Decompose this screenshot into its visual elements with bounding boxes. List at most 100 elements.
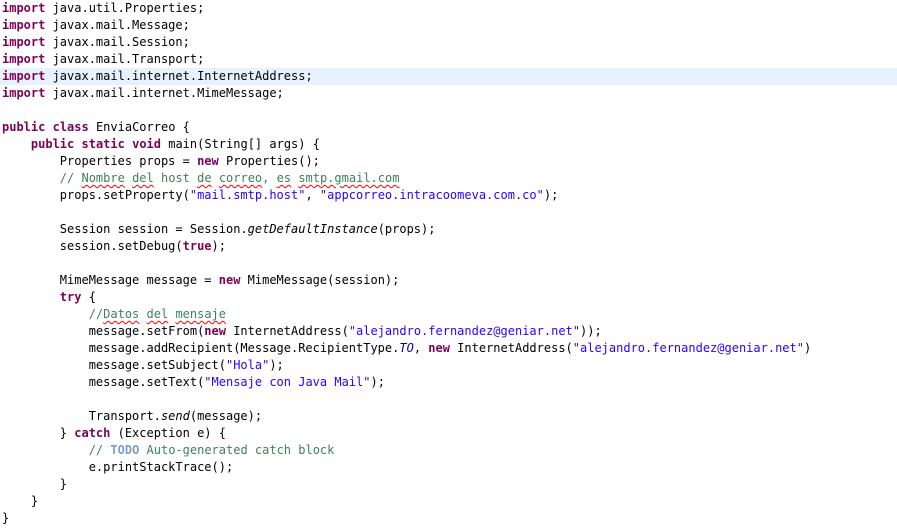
keyword: catch: [74, 426, 111, 440]
code-text: message.setSubject(: [2, 358, 226, 372]
comment: [212, 171, 219, 185]
code-text: );: [543, 188, 559, 202]
keyword: true: [182, 239, 212, 253]
code-line[interactable]: try {: [2, 289, 96, 306]
code-text: ,: [305, 188, 320, 202]
comment-misspelled-word: Datos: [103, 307, 140, 321]
code-text: InternetAddress(: [225, 324, 349, 338]
code-line[interactable]: public static void main(String[] args) {: [2, 136, 320, 153]
code-line[interactable]: message.setText("Mensaje con Java Mail")…: [2, 374, 385, 391]
code-text: {: [81, 290, 96, 304]
keyword: class: [52, 120, 89, 134]
string-literal: "alejandro.fernandez@geniar.net": [572, 341, 804, 355]
code-text: );: [211, 239, 226, 253]
code-text: [125, 137, 132, 151]
code-line[interactable]: }: [2, 476, 67, 493]
code-line[interactable]: public class EnviaCorreo {: [2, 119, 190, 136]
static-field: TO: [399, 341, 414, 355]
keyword: import: [2, 52, 46, 66]
comment: //: [59, 171, 82, 185]
code-line[interactable]: }: [2, 510, 9, 527]
code-line[interactable]: message.setSubject("Hola");: [2, 357, 284, 374]
code-line[interactable]: message.setFrom(new InternetAddress("ale…: [2, 323, 602, 340]
code-text: props.setProperty(: [2, 188, 190, 202]
code-text: ,: [413, 341, 429, 355]
keyword: new: [197, 154, 219, 168]
keyword: static: [81, 137, 125, 151]
code-line[interactable]: // Nombre del host de correo, es smtp.gm…: [2, 170, 400, 187]
string-literal: "mail.smtp.host": [189, 188, 306, 202]
code-line[interactable]: } catch (Exception e) {: [2, 425, 226, 442]
keyword: new: [428, 341, 450, 355]
comment-misspelled-word: de: [197, 171, 212, 185]
static-method-call: getDefaultInstance: [247, 222, 378, 236]
code-text: );: [269, 358, 284, 372]
string-literal: "alejandro.fernandez@geniar.net": [348, 324, 580, 338]
keyword: import: [2, 35, 46, 49]
code-text: e.printStackTrace();: [2, 460, 234, 474]
code-line[interactable]: e.printStackTrace();: [2, 459, 234, 476]
comment: ,: [262, 171, 277, 185]
code-text: InternetAddress(: [449, 341, 573, 355]
code-line[interactable]: session.setDebug(true);: [2, 238, 226, 255]
comment-misspelled-word: del: [146, 307, 169, 321]
code-text: (Exception e) {: [110, 426, 226, 440]
code-text: [2, 137, 31, 151]
comment-misspelled-word: correo: [218, 171, 263, 185]
keyword: new: [218, 273, 241, 287]
keyword: void: [132, 137, 161, 151]
comment-misspelled-word: Nombre: [81, 171, 125, 185]
code-text: MimeMessage message =: [2, 273, 219, 287]
string-literal: "Hola": [225, 358, 270, 372]
code-line[interactable]: import javax.mail.Message;: [2, 17, 190, 34]
comment-misspelled-word: del: [132, 171, 154, 185]
code-text: (message);: [189, 409, 263, 423]
comment: Auto-generated catch block: [139, 443, 335, 457]
code-text: [2, 171, 60, 185]
code-line[interactable]: Properties props = new Properties();: [2, 153, 320, 170]
code-line[interactable]: MimeMessage message = new MimeMessage(se…: [2, 272, 400, 289]
code-text: }: [2, 477, 68, 491]
code-text: [2, 307, 89, 321]
code-line[interactable]: //Datos del mensaje: [2, 306, 226, 323]
keyword: public: [30, 137, 75, 151]
string-literal: "appcorreo.intracoomeva.com.co": [319, 188, 544, 202]
code-text: Transport.: [2, 409, 161, 423]
code-text: ): [803, 341, 812, 355]
code-text: javax.mail.Message;: [45, 18, 190, 32]
code-line[interactable]: import java.util.Properties;: [2, 0, 204, 17]
code-text: Properties();: [218, 154, 320, 168]
code-text: [2, 443, 89, 457]
keyword: public: [2, 120, 46, 134]
comment: //: [88, 307, 104, 321]
code-text: javax.mail.internet.MimeMessage;: [45, 86, 284, 100]
comment: //: [88, 443, 111, 457]
code-line[interactable]: }: [2, 493, 38, 510]
comment-misspelled-word: mensaje: [175, 307, 227, 321]
code-line[interactable]: import javax.mail.internet.MimeMessage;: [2, 85, 284, 102]
code-text: (props);: [377, 222, 436, 236]
code-line[interactable]: import javax.mail.Transport;: [2, 51, 204, 68]
static-method-call: send: [160, 409, 190, 423]
code-line[interactable]: props.setProperty("mail.smtp.host", "app…: [2, 187, 559, 204]
code-line[interactable]: import javax.mail.Session;: [2, 34, 190, 51]
comment: [125, 171, 132, 185]
current-line-highlight: [0, 68, 897, 85]
code-text: Session session = Session.: [2, 222, 248, 236]
code-text: EnviaCorreo {: [88, 120, 190, 134]
code-line[interactable]: Transport.send(message);: [2, 408, 262, 425]
string-literal: "Mensaje con Java Mail": [204, 375, 371, 389]
todo-tag: TODO: [110, 443, 140, 457]
code-text: );: [370, 375, 385, 389]
code-text: javax.mail.Transport;: [45, 52, 205, 66]
keyword: import: [2, 18, 46, 32]
keyword: import: [2, 86, 46, 100]
code-line[interactable]: // TODO Auto-generated catch block: [2, 442, 335, 459]
code-line[interactable]: message.addRecipient(Message.RecipientTy…: [2, 340, 812, 357]
code-line[interactable]: Session session = Session.getDefaultInst…: [2, 221, 436, 238]
code-text: Properties props =: [2, 154, 198, 168]
keyword: import: [2, 1, 46, 15]
comment-misspelled-word: es: [276, 171, 292, 185]
code-line[interactable]: import javax.mail.internet.InternetAddre…: [2, 68, 313, 85]
